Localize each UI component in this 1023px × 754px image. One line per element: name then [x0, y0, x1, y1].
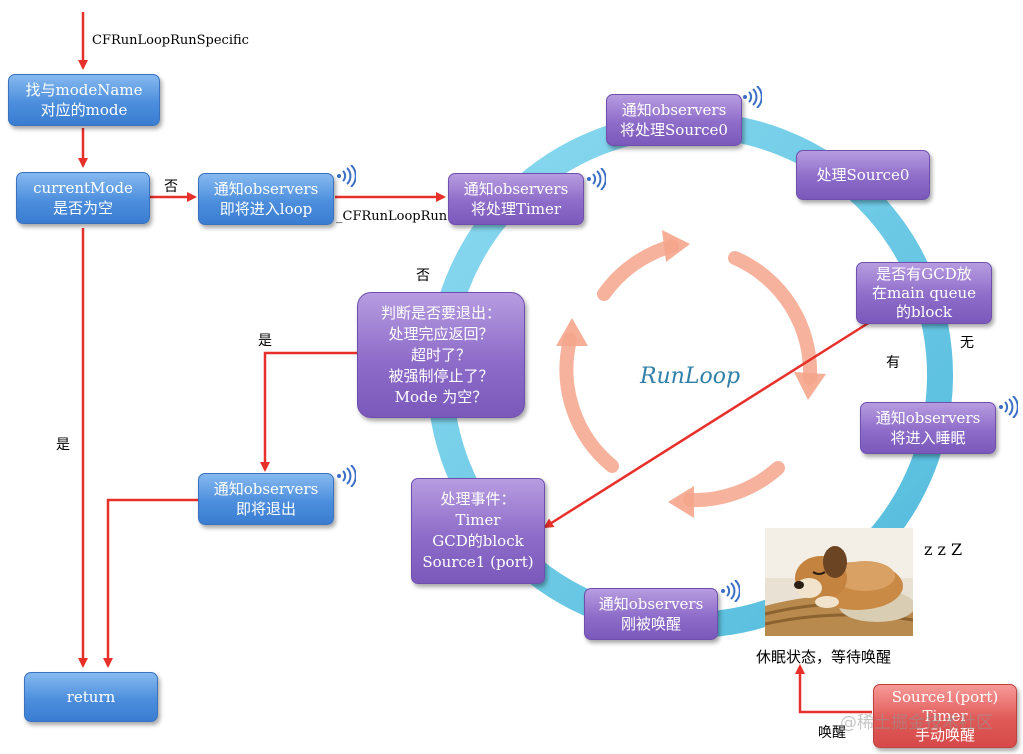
node-line: 通知observers	[213, 180, 319, 198]
label-exit-yes: 是	[258, 333, 272, 349]
node-line: Mode 为空？	[394, 387, 488, 406]
node-line: GCD的block	[432, 532, 524, 550]
node-line: 通知observers	[621, 101, 727, 119]
node-line: Timer	[455, 511, 501, 529]
node-line: 即将退出	[235, 500, 296, 518]
broadcast-icon	[337, 465, 356, 487]
node-process-events: 处理事件： Timer GCD的block Source1 (port)	[411, 478, 545, 584]
node-line: 超时了？	[410, 345, 471, 364]
node-line: 将处理Timer	[470, 200, 562, 218]
node-line: 刚被唤醒	[620, 615, 681, 633]
node-line: 通知observers	[598, 595, 704, 613]
node-line: 是否有GCD放	[876, 264, 972, 283]
node-line: Timer	[922, 706, 968, 725]
node-find-mode: 找与modeName 对应的mode	[8, 74, 160, 126]
label-gcd-no: 无	[960, 335, 974, 351]
node-notify-source0: 通知observers 将处理Source0	[606, 94, 742, 146]
node-line: 处理完应返回？	[388, 324, 494, 343]
flow-arrows	[78, 12, 872, 714]
sleeping-puppy-image	[765, 528, 913, 636]
node-line: 在main queue	[871, 283, 977, 302]
node-notify-exit: 通知observers 即将退出	[198, 473, 334, 525]
node-notify-sleep: 通知observers 将进入睡眠	[860, 402, 996, 454]
broadcast-icon	[999, 396, 1018, 418]
node-line: 手动唤醒	[914, 725, 975, 744]
node-line: 处理Source0	[816, 166, 910, 184]
node-notify-enter-loop: 通知observers 即将进入loop	[198, 173, 334, 225]
node-line: 是否为空	[52, 199, 113, 217]
node-line: 通知observers	[213, 480, 319, 498]
node-notify-woken: 通知observers 刚被唤醒	[584, 588, 718, 640]
broadcast-icon	[721, 580, 740, 602]
broadcast-icon	[587, 168, 606, 190]
node-line: currentMode	[33, 179, 133, 197]
label-zzz: z z Z	[924, 540, 963, 559]
runloop-title: RunLoop	[639, 364, 741, 389]
node-line: 找与modeName	[25, 81, 143, 99]
node-wakeup-sources: Source1(port) Timer 手动唤醒	[873, 684, 1017, 748]
node-line: 通知observers	[463, 180, 569, 198]
node-line: Source1(port)	[891, 687, 999, 706]
label-wakeup: 唤醒	[818, 725, 846, 741]
node-line: 将处理Source0	[620, 121, 728, 139]
node-line: 将进入睡眠	[890, 429, 966, 447]
node-process-source0: 处理Source0	[796, 150, 930, 200]
node-line: 被强制停止了？	[388, 366, 494, 385]
label-gcd-yes: 有	[886, 355, 900, 371]
node-notify-timer: 通知observers 将处理Timer	[448, 173, 584, 225]
node-return: return	[24, 672, 158, 722]
node-line: Source1 (port)	[422, 553, 534, 571]
node-gcd-main-queue: 是否有GCD放 在main queue 的block	[856, 262, 992, 324]
node-current-mode-empty: currentMode 是否为空	[16, 172, 150, 224]
label-exit-no: 否	[416, 268, 430, 284]
node-line: return	[66, 688, 116, 706]
watermark: @稀土掘金技术社区	[840, 713, 993, 733]
node-line: 通知observers	[875, 409, 981, 427]
node-line: 处理事件：	[440, 490, 516, 508]
label-cfrunlooprun: _CFRunLoopRun	[336, 209, 448, 224]
label-empty-no: 否	[164, 179, 178, 195]
node-line: 对应的mode	[40, 101, 128, 119]
label-empty-yes: 是	[56, 437, 70, 453]
label-sleeping: 休眠状态，等待唤醒	[756, 648, 892, 666]
node-line: 判断是否要退出：	[380, 303, 501, 322]
node-judge-exit: 判断是否要退出： 处理完应返回？ 超时了？ 被强制停止了？ Mode 为空？	[357, 292, 525, 418]
inner-cycle-arrowheads	[556, 230, 826, 518]
node-line: 的block	[896, 302, 952, 321]
broadcast-icon	[337, 165, 356, 187]
label-cfrunlooprunspecific: CFRunLoopRunSpecific	[92, 33, 249, 48]
broadcast-icon	[743, 86, 762, 108]
node-line: 即将进入loop	[219, 200, 313, 218]
